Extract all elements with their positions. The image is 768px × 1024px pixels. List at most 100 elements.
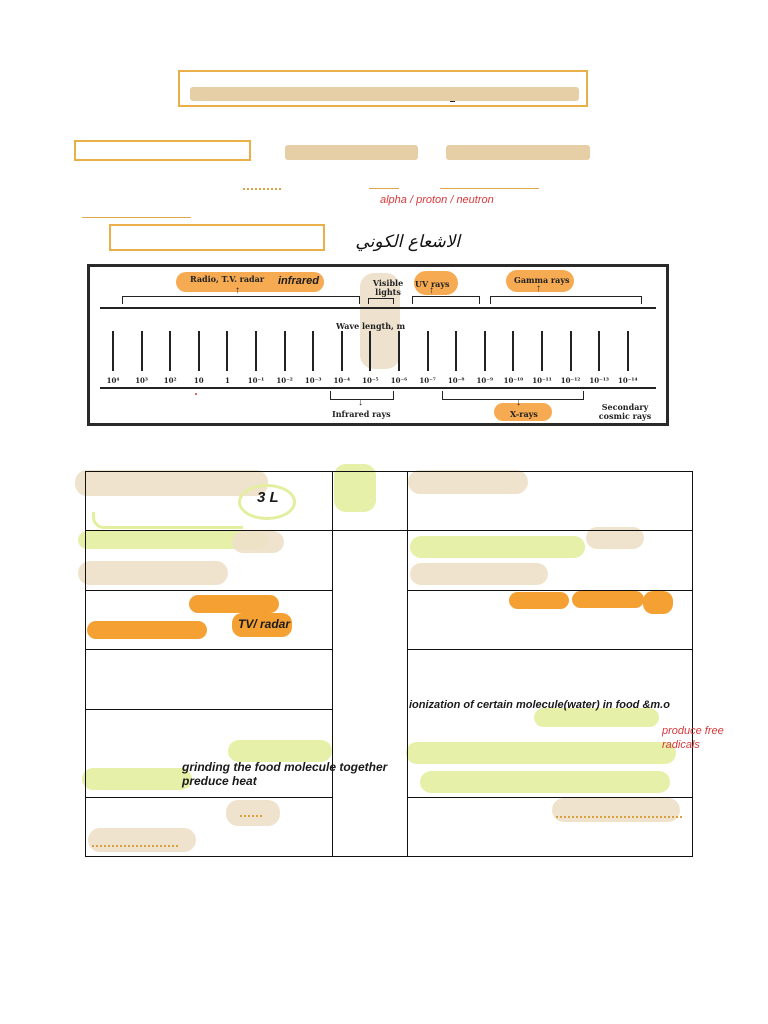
highlight-beige bbox=[232, 531, 284, 553]
underline-mark bbox=[369, 188, 399, 189]
table-cell-merged bbox=[332, 530, 408, 857]
wavelength-tick-line bbox=[398, 331, 400, 371]
wavelength-tick-label: 10⁻⁹ bbox=[476, 376, 494, 385]
highlight-green bbox=[78, 531, 268, 549]
label-radio-tv-radar: Radio, T.V. radar bbox=[190, 274, 265, 284]
wavelength-tick-label: 10⁻¹ bbox=[247, 376, 265, 385]
wavelength-tick-line bbox=[569, 331, 572, 371]
title-dash bbox=[450, 101, 455, 102]
subtitle-bar-1 bbox=[285, 145, 418, 160]
highlight-green bbox=[406, 742, 676, 764]
highlight-beige bbox=[586, 527, 644, 549]
wavelength-tick-line bbox=[169, 331, 172, 371]
wavelength-tick-line bbox=[140, 331, 143, 371]
subtitle-box bbox=[74, 140, 251, 161]
wavelength-tick-label: 10 bbox=[193, 376, 204, 385]
label-gamma-rays: Gamma rays bbox=[514, 275, 570, 285]
wavelength-tick-label: 10⁻¹² bbox=[560, 376, 581, 385]
highlight-uv bbox=[414, 271, 458, 295]
title-box bbox=[178, 70, 588, 107]
highlight-visible bbox=[360, 273, 400, 369]
wavelength-tick-label: 10⁻³ bbox=[304, 376, 322, 385]
squiggle-mark bbox=[243, 185, 281, 190]
label-x-rays: X-rays bbox=[510, 409, 538, 419]
table-cell bbox=[407, 649, 693, 798]
em-spectrum-figure: Radio, T.V. radar infrared Visible light… bbox=[87, 264, 669, 426]
highlight-orange bbox=[643, 591, 673, 614]
wavelength-tick-label: 10⁻¹⁰ bbox=[503, 376, 524, 385]
underline-mark bbox=[440, 188, 539, 189]
table-cell bbox=[407, 471, 693, 531]
arrow-down-xrays: ↓ bbox=[516, 397, 521, 408]
wavelength-tick-label: 10⁻⁷ bbox=[419, 376, 436, 385]
annotation-ionization: ionization of certain molecule(water) in… bbox=[409, 699, 670, 711]
note-produce-free-radicals: produce free radicals bbox=[662, 725, 724, 751]
underline-mark bbox=[82, 217, 191, 218]
wavelength-tick-line bbox=[598, 331, 601, 371]
bracket-xrays bbox=[442, 391, 584, 400]
wavelength-tick-label: 10⁻² bbox=[276, 376, 293, 385]
highlight-beige bbox=[88, 828, 196, 852]
arrow-up-gamma: ↑ bbox=[536, 283, 541, 294]
wavelength-tick-line bbox=[112, 331, 114, 371]
highlight-beige bbox=[552, 798, 680, 822]
highlight-beige bbox=[75, 470, 268, 496]
wavelength-tick-label: 10³ bbox=[135, 376, 148, 385]
annotation-grinding: grinding the food molecule together pred… bbox=[182, 760, 388, 788]
table-cell bbox=[85, 590, 333, 650]
wavelength-tick-label: 10² bbox=[163, 376, 177, 385]
bracket-radio bbox=[122, 296, 360, 304]
table-cell bbox=[407, 590, 693, 650]
table-cell bbox=[85, 797, 333, 857]
label-uv-rays: UV rays bbox=[415, 279, 450, 289]
highlight-orange bbox=[189, 595, 279, 613]
label-visible-lights: Visible lights bbox=[372, 278, 404, 297]
highlight-xrays bbox=[494, 403, 552, 421]
wavelength-tick-label: 10⁴ bbox=[106, 376, 120, 385]
wavelength-tick-label: 10⁻¹³ bbox=[589, 376, 609, 385]
highlight-orange bbox=[509, 592, 569, 609]
wavelength-tick-label: 10⁻¹⁴ bbox=[618, 376, 638, 385]
label-wavelength: Wave length, m bbox=[336, 321, 406, 331]
arrow-up-uv: ↑ bbox=[429, 285, 434, 296]
highlight-green bbox=[228, 740, 332, 762]
arrow-up-radio: ↑ bbox=[235, 285, 240, 296]
title-bar bbox=[190, 87, 579, 101]
table-cell bbox=[407, 797, 693, 857]
wavelength-tick-line bbox=[369, 331, 372, 371]
highlight-beige bbox=[408, 470, 528, 494]
bracket-uv bbox=[412, 296, 480, 304]
wavelength-tick-line bbox=[455, 331, 458, 371]
highlight-beige bbox=[226, 800, 280, 826]
wavelength-tick-line bbox=[197, 331, 200, 371]
arabic-heading: الاشعاع الكوني bbox=[355, 232, 460, 252]
circle-annotation bbox=[238, 484, 296, 520]
wavelength-tick-line bbox=[340, 331, 343, 371]
highlight-gamma bbox=[506, 270, 574, 292]
annotation-3l: 3 L bbox=[257, 489, 279, 506]
arrow-down-infrared: ↓ bbox=[358, 397, 363, 408]
wavelength-tick-label: 10⁻¹¹ bbox=[532, 376, 552, 385]
label-secondary-cosmic-rays: Secondary cosmic rays bbox=[598, 402, 652, 421]
wavelength-tick-line bbox=[626, 331, 629, 371]
table-cell bbox=[407, 530, 693, 591]
wavelength-tick-line bbox=[483, 331, 486, 371]
highlight-green bbox=[334, 464, 376, 512]
squiggle-mark bbox=[240, 812, 262, 817]
label-infrared-rays: Infrared rays bbox=[332, 409, 391, 419]
highlight-orange bbox=[572, 591, 644, 608]
wavelength-tick-label: 10⁻⁶ bbox=[390, 376, 408, 385]
wavelength-tick-label: 1 bbox=[224, 376, 230, 385]
particles-note: alpha / proton / neutron bbox=[380, 194, 494, 206]
subtitle-bar-2 bbox=[446, 145, 590, 160]
wavelength-tick-line bbox=[426, 331, 429, 371]
arrow-annotation bbox=[92, 512, 243, 529]
table-cell bbox=[332, 471, 408, 531]
highlight-beige bbox=[410, 563, 548, 585]
wavelength-tick-label: 10⁻⁵ bbox=[362, 376, 379, 385]
bracket-visible bbox=[368, 298, 394, 304]
squiggle-mark bbox=[92, 842, 178, 847]
axis-line-top bbox=[100, 307, 656, 309]
red-dot bbox=[195, 393, 197, 395]
wavelength-tick-line bbox=[283, 331, 286, 371]
